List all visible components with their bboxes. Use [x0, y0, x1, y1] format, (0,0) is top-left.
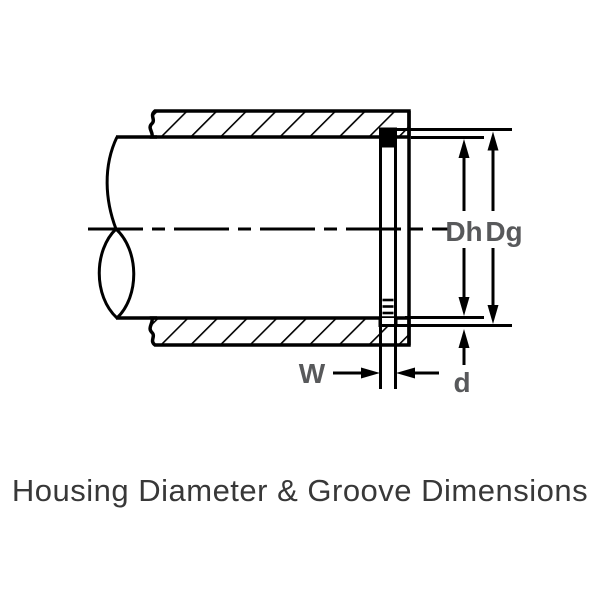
dimension-arrowheads [361, 131, 499, 379]
d-arrowhead-up [458, 329, 470, 348]
ring-section-top-fill [379, 127, 397, 148]
break-line-upper [105, 136, 119, 230]
w-arrowhead-right [361, 367, 380, 379]
diagram-caption: Housing Diameter & Groove Dimensions [12, 473, 588, 508]
housing-top-wall [148, 109, 411, 139]
dg-arrowhead-down [487, 305, 499, 324]
d-label: d [453, 367, 470, 398]
housing-bottom-wall [148, 316, 411, 347]
break-line-lens-left [97, 227, 119, 320]
groove-bottom-notch [378, 318, 398, 327]
dh-arrowhead-up [458, 139, 470, 158]
w-label: W [299, 358, 326, 389]
dh-arrowhead-down [458, 297, 470, 316]
dimension-lines [333, 128, 512, 375]
break-line-lens-right [114, 227, 136, 320]
dg-arrowhead-up [487, 131, 499, 151]
dg-label: Dg [485, 216, 522, 247]
ring-section-bottom-hatch [382, 298, 394, 315]
w-arrowhead-left [396, 367, 415, 379]
dh-label: Dh [445, 216, 482, 247]
groove-and-ring [378, 127, 398, 389]
housing-section [88, 109, 450, 347]
